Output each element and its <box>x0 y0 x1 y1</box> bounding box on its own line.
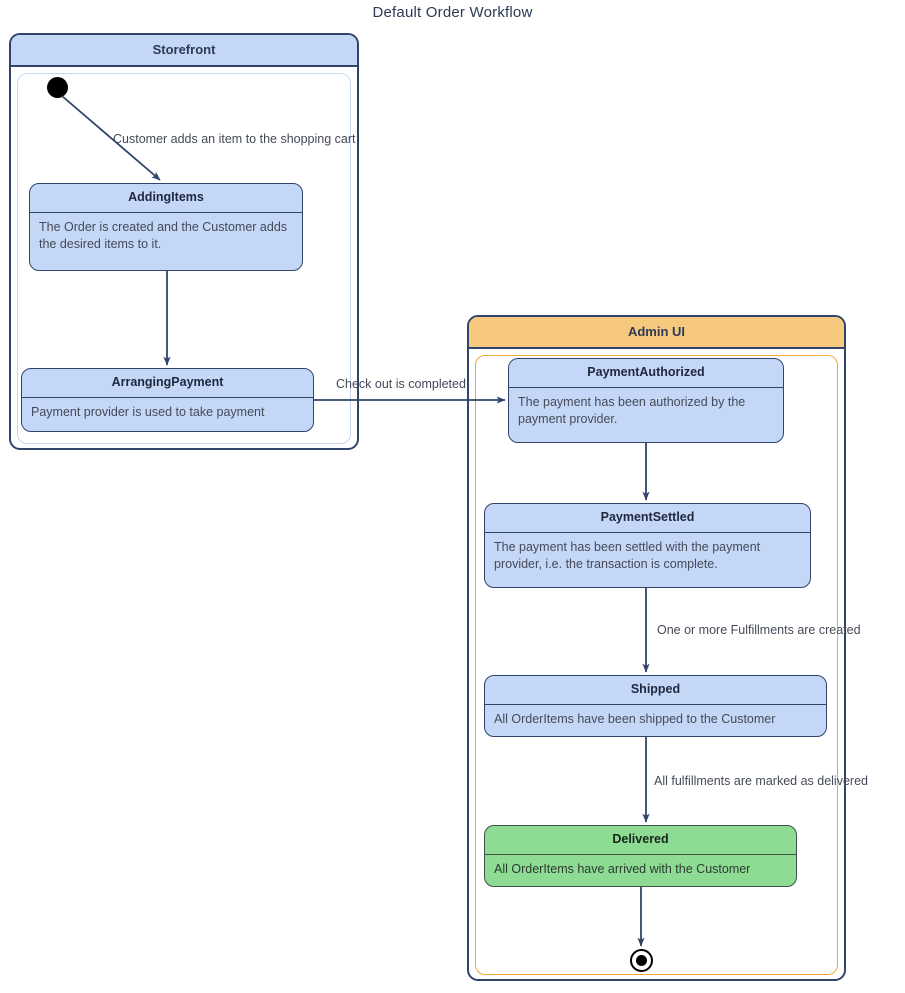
transition-label-shipped-to-delivered: All fulfillments are marked as delivered <box>654 774 868 788</box>
initial-state-node <box>47 77 68 98</box>
state-payment-settled[interactable]: PaymentSettled The payment has been sett… <box>484 503 811 588</box>
composite-state-admin-ui-title: Admin UI <box>469 317 844 349</box>
state-shipped[interactable]: Shipped All OrderItems have been shipped… <box>484 675 827 737</box>
state-arranging-payment-name: ArrangingPayment <box>22 369 313 398</box>
state-delivered[interactable]: Delivered All OrderItems have arrived wi… <box>484 825 797 887</box>
composite-state-storefront-title: Storefront <box>11 35 357 67</box>
state-payment-authorized-name: PaymentAuthorized <box>509 359 783 388</box>
transition-label-settled-to-shipped: One or more Fulfillments are created <box>657 623 861 637</box>
state-shipped-description: All OrderItems have been shipped to the … <box>494 712 776 726</box>
page-title: Default Order Workflow <box>372 4 533 21</box>
state-delivered-description: All OrderItems have arrived with the Cus… <box>494 862 751 876</box>
state-payment-settled-description: The payment has been settled with the pa… <box>494 540 761 571</box>
final-state-node <box>630 949 653 972</box>
state-arranging-payment[interactable]: ArrangingPayment Payment provider is use… <box>21 368 314 432</box>
transition-label-arranging-to-authorized: Check out is completed <box>336 377 466 391</box>
state-payment-authorized[interactable]: PaymentAuthorized The payment has been a… <box>508 358 784 443</box>
state-adding-items-description: The Order is created and the Customer ad… <box>39 220 288 251</box>
state-arranging-payment-description: Payment provider is used to take payment <box>31 405 265 419</box>
state-adding-items-name: AddingItems <box>30 184 302 213</box>
state-adding-items[interactable]: AddingItems The Order is created and the… <box>29 183 303 271</box>
state-payment-authorized-description: The payment has been authorized by the p… <box>518 395 746 426</box>
state-shipped-name: Shipped <box>485 676 826 705</box>
state-payment-settled-name: PaymentSettled <box>485 504 810 533</box>
state-delivered-name: Delivered <box>485 826 796 855</box>
transition-label-start-to-adding-items: Customer adds an item to the shopping ca… <box>113 132 356 146</box>
